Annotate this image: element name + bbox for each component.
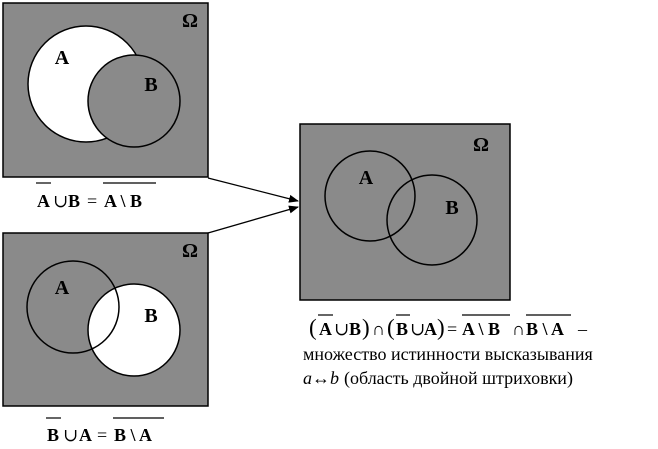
- set-a-circle: [26, 260, 120, 354]
- formula-equals: =: [97, 425, 107, 445]
- formula-bottom-left: B ∪ A = B \ A: [46, 417, 164, 445]
- formula-term-right: B: [68, 191, 80, 211]
- caption-union-1: ∪: [334, 319, 349, 339]
- formula-term-left: A: [37, 191, 50, 211]
- caption-line-2: множество истинности высказывания: [303, 344, 593, 364]
- formula-term-right: A: [79, 425, 92, 445]
- set-b-circle: [87, 54, 181, 148]
- set-b-label: B: [144, 305, 157, 327]
- omega-label: Ω: [182, 10, 198, 32]
- set-b-label: B: [445, 197, 458, 219]
- set-a-label: A: [359, 167, 374, 189]
- set-a-label: A: [55, 47, 70, 69]
- set-b-circle: [386, 174, 478, 266]
- panel-top-left: Ω A B: [2, 2, 209, 178]
- caption-term-b: B: [349, 319, 361, 339]
- caption-equals: =: [447, 319, 457, 339]
- formula-result: B \ A: [114, 425, 152, 445]
- formula-union: ∪: [53, 191, 68, 211]
- formula-result: A \ B: [104, 191, 142, 211]
- arrow-from-bottom: [207, 205, 299, 234]
- set-a-circle: [324, 150, 416, 242]
- formula-top-left: A ∪ B = A \ B: [36, 182, 156, 211]
- formula-equals: =: [87, 191, 97, 211]
- caption-rparen-1: ): [362, 315, 370, 340]
- caption-intersect-1: ∩: [372, 319, 385, 339]
- caption-lparen-2: (: [387, 315, 395, 340]
- caption-term-a2: A: [424, 319, 437, 339]
- caption-term-b2: B: [396, 319, 408, 339]
- set-a-label: A: [55, 277, 70, 299]
- caption-union-2: ∪: [410, 319, 425, 339]
- omega-label: Ω: [182, 240, 198, 262]
- caption-line-3-variable: a↔b: [303, 368, 339, 388]
- caption-intersect-2: ∩: [512, 319, 525, 339]
- formula-union: ∪: [63, 425, 78, 445]
- panel-bottom-left: Ω A B: [2, 232, 209, 407]
- caption-lparen-1: (: [309, 315, 317, 340]
- universe-rect: [299, 123, 511, 301]
- set-b-label: B: [144, 74, 157, 96]
- arrow-from-top: [207, 177, 299, 203]
- caption-rparen-2: ): [437, 315, 445, 340]
- caption-formula: ( A ∪ B ) ∩ ( B ∪ A ) = A \ B ∩ B \ A –: [309, 314, 588, 340]
- set-b-circle: [87, 283, 181, 377]
- omega-label: Ω: [473, 134, 489, 156]
- caption-result-1: A \ B: [462, 319, 500, 339]
- caption-dash: –: [577, 319, 588, 339]
- caption-result-2: B \ A: [526, 319, 564, 339]
- caption-line-3-text: (область двойной штриховки): [344, 368, 573, 389]
- caption: ( A ∪ B ) ∩ ( B ∪ A ) = A \ B ∩ B \ A – …: [303, 314, 593, 389]
- formula-term-left: B: [47, 425, 59, 445]
- caption-term-a: A: [319, 319, 332, 339]
- panel-right: Ω A B: [299, 123, 511, 301]
